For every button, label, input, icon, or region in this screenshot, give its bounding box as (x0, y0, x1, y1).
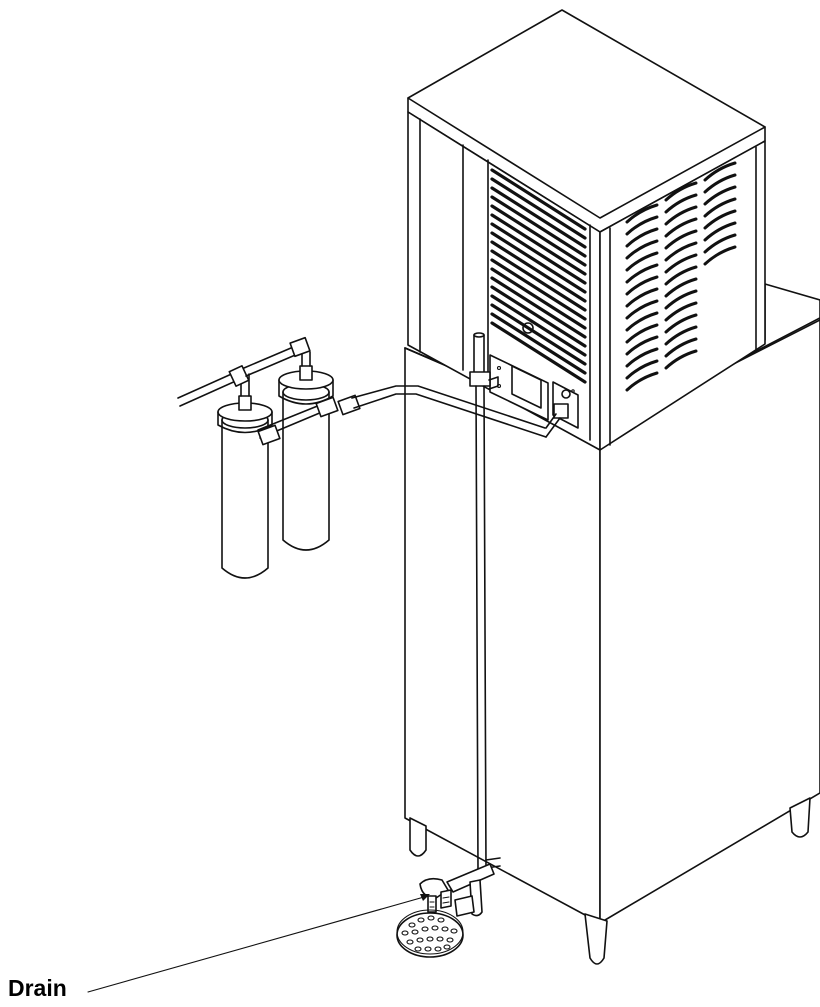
floor-drain-grate (396, 909, 464, 958)
front-louvers (490, 168, 587, 384)
drain-callout-leader (87, 894, 430, 993)
water-filter-right (278, 351, 334, 551)
drain-label: Drain (8, 975, 67, 1001)
filter-inlet-manifold (177, 336, 311, 407)
water-supply-line (257, 385, 569, 446)
water-filter-left (217, 373, 273, 579)
storage-bin (404, 283, 820, 965)
side-louvers (625, 161, 737, 392)
floor-drain-fittings (419, 877, 452, 913)
service-panel (489, 322, 579, 429)
drain-line (446, 332, 501, 917)
